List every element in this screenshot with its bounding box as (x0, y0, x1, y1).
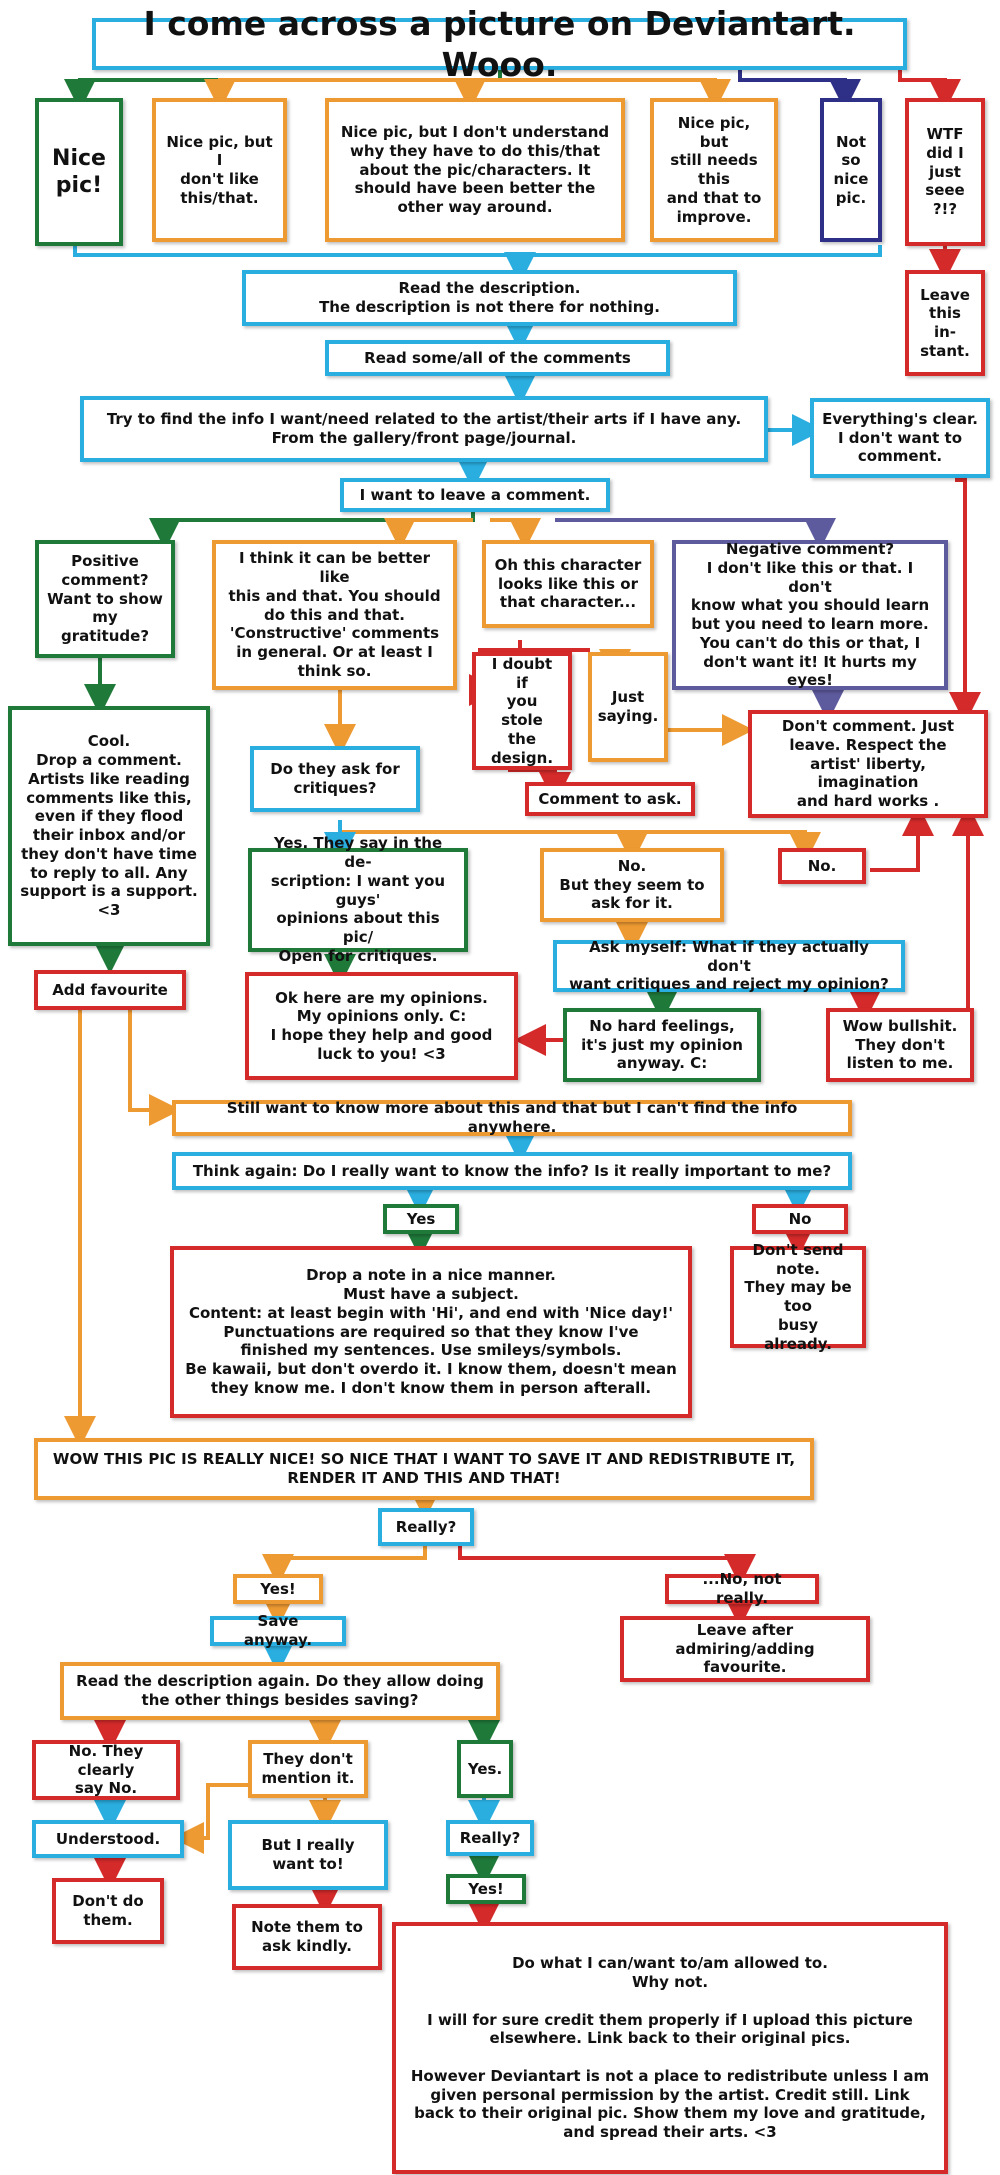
yes-excl-2-box: Yes! (446, 1874, 526, 1904)
connector (454, 78, 500, 111)
dont-mention-box: They don't mention it. (248, 1740, 368, 1798)
cool-drop-comment-box: Cool. Drop a comment. Artists like readi… (8, 706, 210, 946)
just-saying-box: Just saying. (588, 652, 668, 762)
yes-excl-box: Yes! (233, 1574, 323, 1604)
no-label-box: No (752, 1204, 848, 1234)
drop-note-box: Drop a note in a nice manner. Must have … (170, 1246, 692, 1418)
nice-but-improve-box: Nice pic, but still needs this and that … (650, 98, 778, 242)
could-be-better-box: I think it can be better like this and t… (212, 540, 457, 690)
connector (204, 78, 500, 111)
doubt-stole-box: I doubt if you stole the design. (472, 652, 572, 770)
nice-but-dont-like-box: Nice pic, but I don't like this/that. (152, 98, 287, 242)
no-box: No. (778, 848, 866, 884)
connector (384, 518, 473, 550)
read-description-box: Read the description. The description is… (242, 270, 737, 326)
connector (73, 245, 882, 257)
wow-save-box: WOW THIS PIC IS REALLY NICE! SO NICE THA… (34, 1438, 814, 1500)
find-info-box: Try to find the info I want/need related… (80, 396, 768, 462)
ask-myself-box: Ask myself: What if they actually don't … (553, 938, 905, 993)
connector (500, 78, 731, 111)
do-what-i-can-box: Do what I can/want to/am allowed to. Why… (392, 1922, 948, 2174)
no-hard-feelings-box: No hard feelings, it's just my opinion a… (563, 1008, 761, 1082)
oh-this-character-box: Oh this character looks like this or tha… (482, 540, 654, 628)
wtf-box: WTF did I just seee ?!? (905, 98, 985, 246)
leave-after-box: Leave after admiring/adding favourite. (620, 1616, 870, 1682)
connector (458, 1546, 756, 1586)
comment-to-ask-box: Comment to ask. (525, 782, 695, 816)
add-favourite-box: Add favourite (34, 970, 186, 1010)
nice-pic-box: Nice pic! (35, 98, 123, 246)
no-clearly-box: No. They clearly say No. (32, 1740, 180, 1800)
leave-comment-box: I want to leave a comment. (340, 478, 610, 512)
connector (555, 518, 836, 550)
yes-they-say-box: Yes. They say in the de- scription: I wa… (248, 834, 468, 965)
really-1-box: Really? (378, 1508, 474, 1546)
note-them-box: Note them to ask kindly. (232, 1904, 382, 1970)
yes-label-box: Yes (383, 1204, 459, 1234)
connector (149, 510, 475, 550)
no-not-really-box: ...No, not really. (665, 1570, 819, 1607)
connector (738, 70, 861, 111)
title-box: I come across a picture on Deviantart. W… (92, 4, 907, 84)
really-2-box: Really? (446, 1820, 534, 1856)
wow-bullshit-box: Wow bullshit. They don't listen to me. (826, 1008, 974, 1082)
but-really-want-box: But I really want to! (228, 1820, 388, 1890)
save-anyway-box: Save anyway. (210, 1612, 346, 1649)
negative-comment-box: Negative comment? I don't like this or t… (672, 540, 948, 690)
ask-critiques-box: Do they ask for critiques? (250, 746, 420, 812)
connector (870, 804, 934, 872)
yes-dot-box: Yes. (457, 1740, 513, 1798)
connector (128, 1010, 181, 1126)
understood-box: Understood. (32, 1820, 184, 1858)
connector (490, 518, 541, 550)
positive-comment-box: Positive comment? Want to show my gratit… (35, 540, 175, 658)
connector (949, 478, 981, 724)
ok-opinions-box: Ok here are my opinions. My opinions onl… (245, 972, 518, 1080)
connector (898, 70, 961, 111)
dont-comment-box: Don't comment. Just leave. Respect the a… (748, 710, 988, 818)
read-comments-box: Read some/all of the comments (325, 340, 670, 376)
dont-do-them-box: Don't do them. (52, 1878, 164, 1944)
dont-send-note-box: Don't send note. They may be too busy al… (730, 1241, 866, 1353)
no-but-seem-box: No. But they seem to ask for it. (540, 848, 724, 922)
read-desc-again-box: Read the description again. Do they allo… (60, 1662, 500, 1720)
leave-instant-box: Leave this in- stant. (905, 270, 985, 376)
everything-clear-box: Everything's clear. I don't want to comm… (810, 398, 990, 478)
connector (172, 1783, 248, 1854)
nice-but-dont-understand-box: Nice pic, but I don't understand why the… (325, 98, 625, 242)
still-want-know-box: Still want to know more about this and t… (172, 1099, 852, 1136)
connector (262, 1546, 427, 1586)
think-again-box: Think again: Do I really want to know th… (172, 1152, 852, 1190)
connector (508, 648, 590, 804)
not-so-nice-box: Not so nice pic. (820, 98, 882, 242)
connector (540, 830, 648, 864)
